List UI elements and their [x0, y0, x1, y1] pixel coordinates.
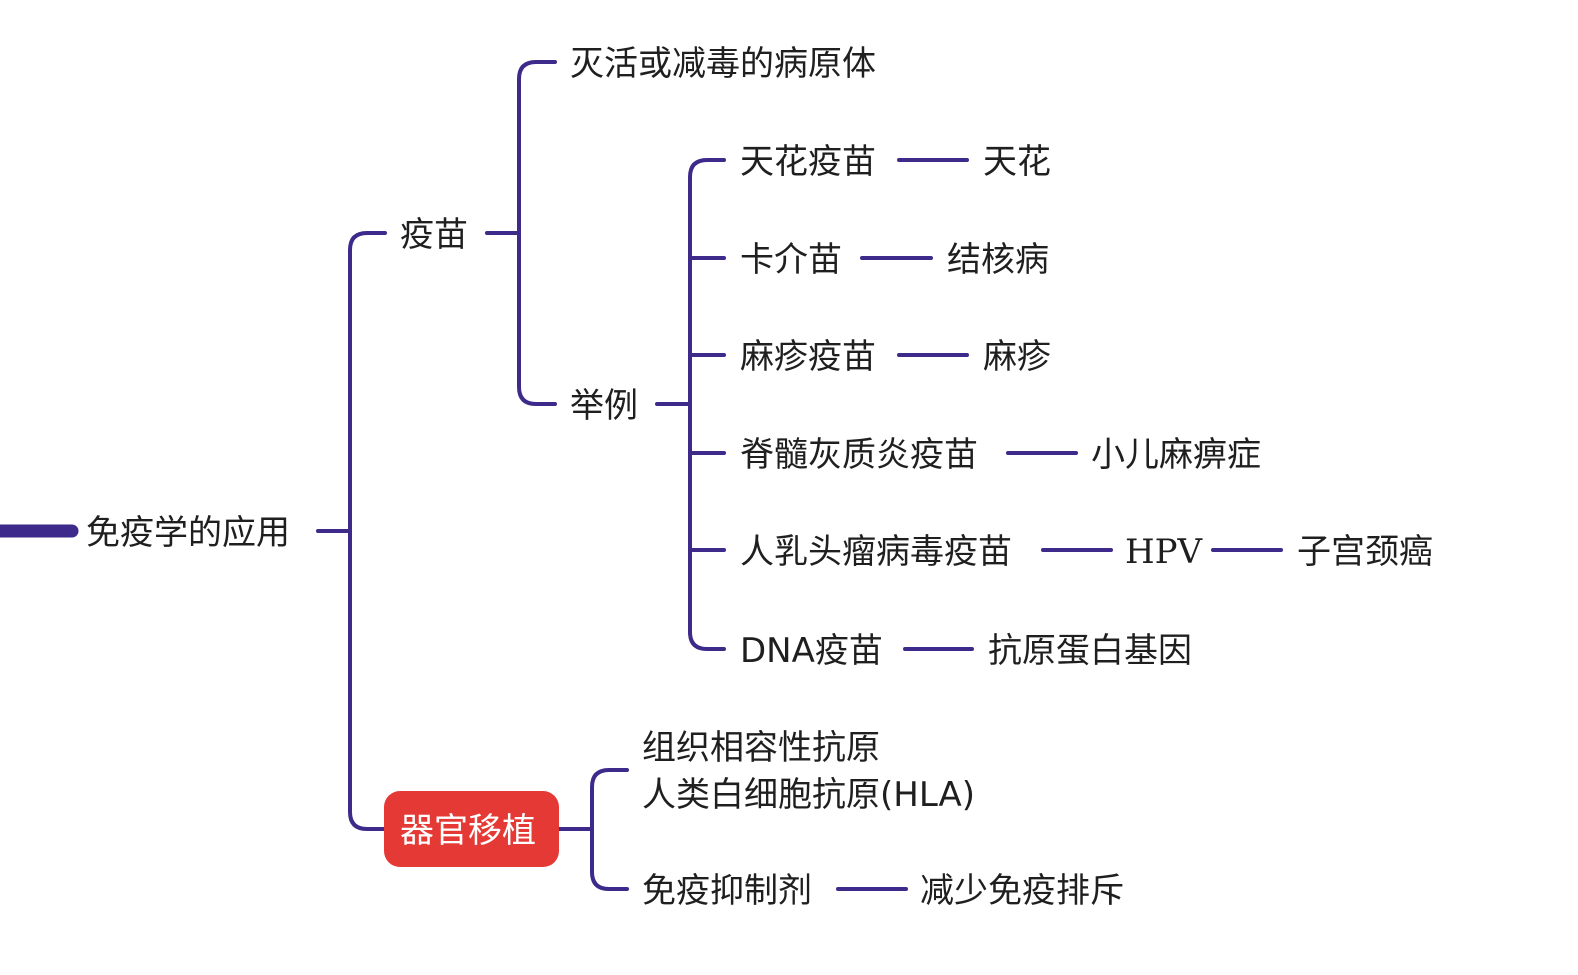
node-labels: 免疫学的应用 疫苗 灭活或减毒的病原体 举例 天花疫苗 天花 卡介苗 结核病 麻… — [86, 44, 1433, 911]
connector-lines — [0, 60, 1283, 891]
transplant-highlight-box — [384, 791, 559, 867]
immunosuppressant-node: 免疫抑制剂 — [642, 871, 812, 911]
vaccine-bracket — [517, 60, 557, 406]
measles-vaccine-node: 麻疹疫苗 — [740, 337, 876, 377]
hpv-disease-node: 子宫颈癌 — [1297, 532, 1433, 572]
histocompatibility-antigen-node: 组织相容性抗原 — [642, 728, 880, 768]
bcg-vaccine-node: 卡介苗 — [740, 240, 842, 280]
dna-vaccine-node: DNA疫苗 — [740, 631, 883, 671]
transplant-node: 器官移植 — [400, 811, 536, 851]
bcg-disease-node: 结核病 — [947, 240, 1049, 280]
polio-vaccine-node: 脊髓灰质炎疫苗 — [740, 435, 978, 475]
polio-disease-node: 小儿麻痹症 — [1091, 435, 1261, 475]
hpv-vaccine-node: 人乳头瘤病毒疫苗 — [740, 532, 1012, 572]
transplant-bracket — [590, 768, 629, 891]
examples-node: 举例 — [570, 386, 638, 426]
examples-bracket — [688, 158, 726, 651]
hpv-virus-node: HPV — [1125, 532, 1204, 572]
vaccine-node: 疫苗 — [400, 215, 468, 255]
vaccine-definition-node: 灭活或减毒的病原体 — [570, 44, 876, 84]
dna-detail-node: 抗原蛋白基因 — [988, 631, 1192, 671]
suppressant-effect-node: 减少免疫排斥 — [920, 871, 1124, 911]
hla-antigen-node: 人类白细胞抗原(HLA) — [642, 775, 975, 815]
measles-disease-node: 麻疹 — [983, 337, 1051, 377]
smallpox-disease-node: 天花 — [983, 142, 1051, 182]
root-node: 免疫学的应用 — [86, 513, 290, 553]
smallpox-vaccine-node: 天花疫苗 — [740, 142, 876, 182]
root-bracket — [348, 231, 387, 831]
